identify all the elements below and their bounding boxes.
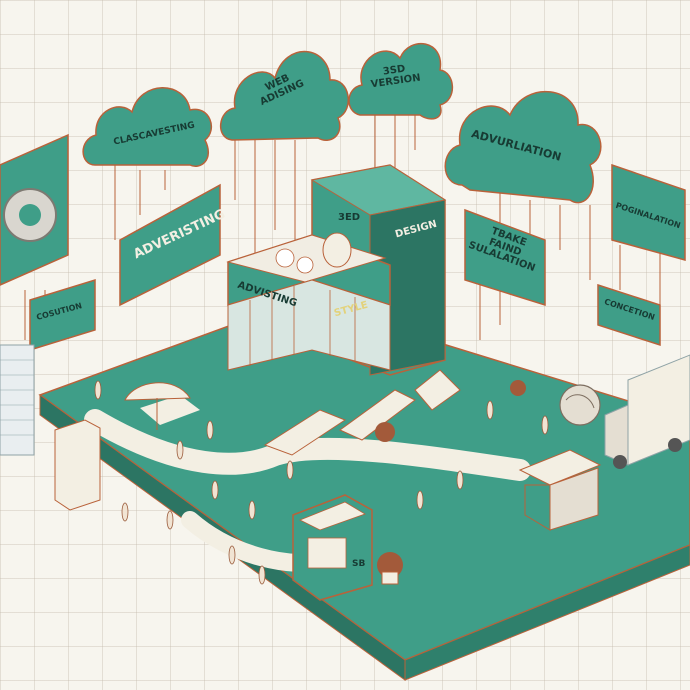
cloud-left [82, 87, 212, 167]
board-concetion [597, 283, 661, 347]
potted-trees [375, 380, 526, 585]
umbrella-table [124, 382, 191, 430]
cloud-3sd [348, 42, 454, 120]
board-tbake [464, 208, 546, 307]
globe [559, 384, 601, 426]
cloud-web [220, 50, 349, 141]
kiosk-sign-label: SB [352, 559, 366, 569]
display-cabinet [54, 419, 101, 511]
board-cosution [29, 278, 96, 352]
delivery-truck [604, 354, 690, 469]
board-poginalation [611, 163, 686, 261]
staircases [263, 369, 461, 456]
people [94, 380, 549, 585]
market-stall [518, 449, 602, 531]
board-advertising [119, 183, 221, 307]
office-tower [0, 344, 35, 456]
central-building [226, 164, 447, 376]
gear-board [0, 133, 69, 286]
kiosk [292, 494, 373, 601]
ground-platform [38, 299, 690, 681]
building-3ed-label: 3ED [338, 212, 361, 223]
cloud-right [444, 90, 602, 204]
